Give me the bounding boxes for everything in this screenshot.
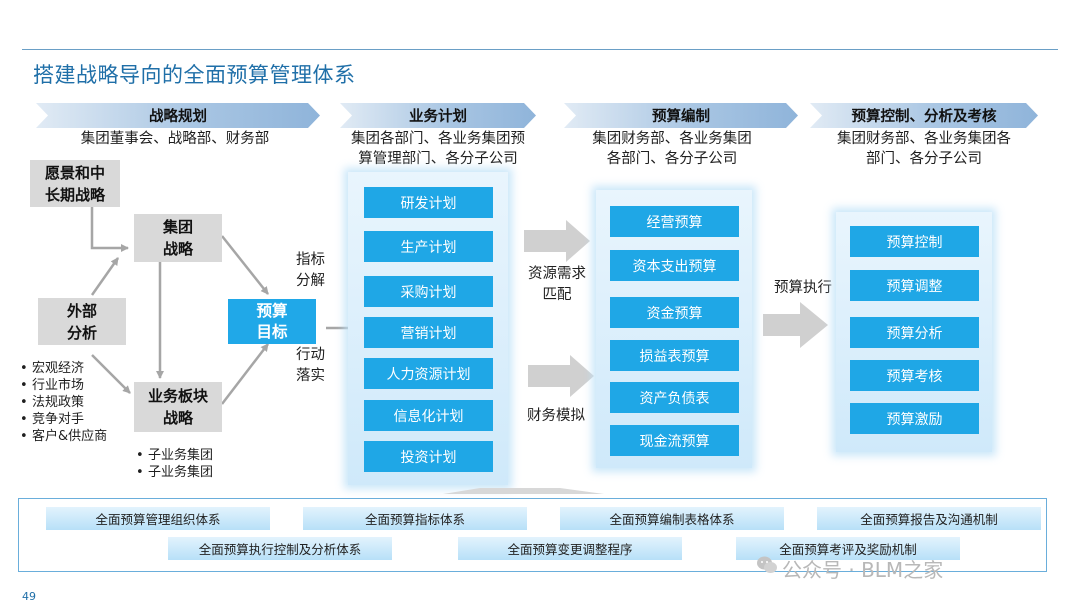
action-implementation-label: 行动落实 [296,345,325,387]
label-line: 匹配 [542,287,572,303]
owner-line: 集团财务部、各业务集团 [592,131,752,147]
plan-item: 采购计划 [364,276,493,307]
phase-control-owners: 集团财务部、各业务集团各 部门、各分子公司 [812,129,1036,169]
budget-item: 资产负债表 [610,382,739,413]
box-line: 长期战略 [44,185,105,204]
plan-item: 信息化计划 [364,400,493,431]
segment-to-target-arrow [221,343,269,405]
budget-item: 资金预算 [610,297,739,328]
finance-sim-arrow [528,355,594,397]
phase-business-owners: 集团各部门、各业务集团预 算管理部门、各分子公司 [330,129,546,169]
budget-item: 经营预算 [610,206,739,237]
foundation-item: 全面预算指标体系 [303,507,527,530]
foundation-item: 全面预算管理组织体系 [46,507,270,530]
box-line: 预算 [256,301,288,320]
list-item: 法规政策 [20,394,107,411]
label-line: 落实 [296,368,325,384]
foundation-item: 全面预算考评及奖励机制 [736,537,960,560]
box-line: 愿景和中 [44,163,105,182]
control-item: 预算分析 [850,317,979,348]
owner-line: 集团各部门、各业务集团预 [351,131,525,147]
phase-business-banner: 业务计划 [340,103,536,128]
wechat-icon [757,556,777,573]
control-item: 预算考核 [850,360,979,391]
owner-line: 集团董事会、战略部、财务部 [80,131,270,147]
resource-match-label: 资源需求匹配 [528,264,586,306]
box-line: 战略 [162,409,193,427]
group-strategy-box: 集团战略 [134,214,222,262]
control-item: 预算调整 [850,270,979,301]
box-line: 目标 [256,322,288,341]
owner-line: 集团财务部、各业务集团各 [837,131,1011,147]
owner-line: 各部门、各分子公司 [606,151,738,167]
vision-to-group-arrow [90,207,129,252]
indicator-decomposition-label: 指标分解 [296,250,325,292]
execution-label: 预算执行 [774,280,832,296]
page-number: 49 [22,590,36,603]
foundation-item: 全面预算编制表格体系 [560,507,784,530]
list-item: 宏观经济 [20,360,107,377]
phase-strategy-owners: 集团董事会、战略部、财务部 [40,129,310,149]
group-to-target-arrow [221,235,269,295]
box-line: 分析 [66,323,97,342]
plan-item: 营销计划 [364,317,493,348]
foundation-item: 全面预算变更调整程序 [458,537,682,560]
budget-item: 资本支出预算 [610,250,739,281]
budget-item: 损益表预算 [610,340,739,371]
list-item: 竞争对手 [20,411,107,428]
box-line: 外部 [66,301,97,320]
phase-control-banner: 预算控制、分析及考核 [810,103,1038,128]
owner-line: 部门、各分子公司 [866,151,982,167]
page-title: 搭建战略导向的全面预算管理体系 [33,63,356,87]
plan-item: 投资计划 [364,441,493,472]
phase-label: 业务计划 [409,109,467,125]
phase-label: 战略规划 [149,109,207,125]
execution-arrow [763,302,828,348]
foundation-support-arrow [443,488,604,494]
list-item: 子业务集团 [136,447,213,464]
plan-item: 人力资源计划 [364,358,493,389]
owner-line: 算管理部门、各分子公司 [358,151,518,167]
label-line: 指标 [296,252,325,268]
finance-sim-label: 财务模拟 [527,408,585,424]
plan-item: 生产计划 [364,231,493,262]
label-line: 分解 [296,273,325,289]
list-item: 子业务集团 [136,464,213,481]
box-line: 业务板块 [147,387,208,405]
foundation-item: 全面预算执行控制及分析体系 [168,537,392,560]
budget-target-box: 预算目标 [228,299,316,344]
external-factors-list: 宏观经济 行业市场 法规政策 竞争对手 客户&供应商 [20,360,107,445]
phase-strategy-banner: 战略规划 [36,103,320,128]
vision-strategy-box: 愿景和中长期战略 [30,160,120,207]
foundation-item: 全面预算报告及沟通机制 [817,507,1041,530]
phase-budget-owners: 集团财务部、各业务集团 各部门、各分子公司 [566,129,778,169]
list-item: 客户&供应商 [20,428,107,445]
phase-label: 预算编制 [652,109,710,125]
budget-item: 现金流预算 [610,425,739,456]
phase-budget-banner: 预算编制 [564,103,798,128]
box-line: 集团 [162,218,193,236]
plan-item: 研发计划 [364,187,493,218]
phase-label: 预算控制、分析及考核 [851,109,997,125]
label-line: 资源需求 [528,266,586,282]
segment-strategy-box: 业务板块战略 [134,382,222,432]
control-item: 预算控制 [850,226,979,257]
control-item: 预算激励 [850,403,979,434]
resource-match-arrow [524,220,590,262]
box-line: 战略 [162,240,193,258]
label-line: 行动 [296,347,325,363]
external-analysis-box: 外部分析 [38,298,126,345]
external-to-group-arrow [90,257,120,296]
watermark: 公众号 · BLM之家 [782,558,944,582]
foundation-frame [18,498,1047,572]
header-divider [22,49,1058,50]
list-item: 行业市场 [20,377,107,394]
sub-groups-list: 子业务集团 子业务集团 [136,447,213,481]
